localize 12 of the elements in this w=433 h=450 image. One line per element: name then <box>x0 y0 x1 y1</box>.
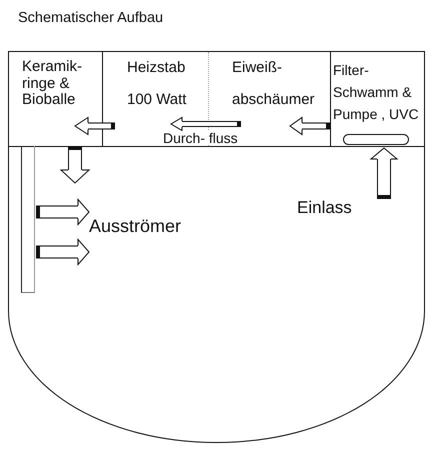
filter-chamber <box>8 51 103 147</box>
chamber-label: Heizstab 100 Watt <box>127 58 188 110</box>
chamber-label: Eiweiß- abschäumer <box>232 58 316 110</box>
annotation-label: Ausströmer <box>89 216 182 236</box>
outlet-pipe <box>21 146 35 293</box>
edge-label: Einlass <box>297 198 352 218</box>
edge-label: Durch- fluss <box>162 131 239 145</box>
diagram-title: Schematischer Aufbau <box>18 10 164 27</box>
chamber-label: Keramik- ringe & Bioballe <box>22 59 84 108</box>
chamber-label: Filter- Schwamm & Pumpe , UVC <box>333 61 420 124</box>
tank-basin <box>8 146 425 443</box>
filter-chamber <box>330 51 425 147</box>
